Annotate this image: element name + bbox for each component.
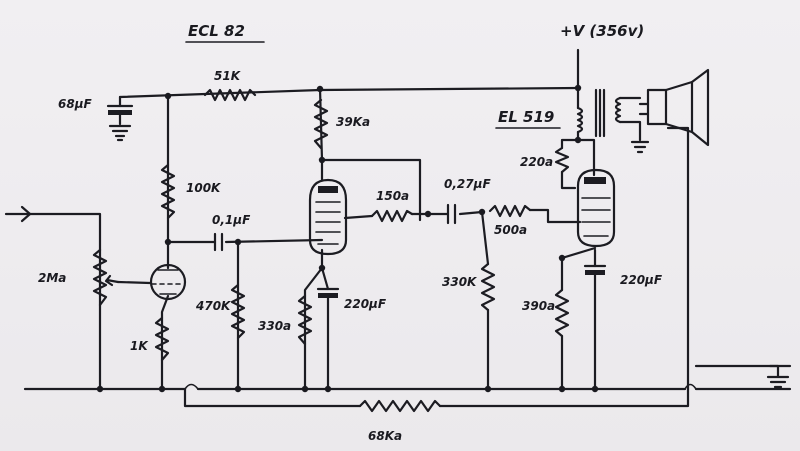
svg-text:1K: 1K [130, 339, 149, 353]
junction-dots [96, 84, 599, 393]
resistor-100k [160, 163, 176, 220]
supply-voltage-label: +V (356v) [560, 22, 644, 40]
svg-text:330K: 330K [442, 275, 478, 289]
speaker-icon [638, 68, 710, 147]
resistor-390 [554, 288, 570, 338]
svg-text:68Ka: 68Ka [368, 429, 402, 443]
capacitor-220uf-output [583, 264, 607, 275]
ground-icon [766, 375, 790, 389]
capacitor-68uf [106, 104, 134, 126]
pentode-tube [308, 178, 348, 256]
svg-text:2Ma: 2Ma [38, 271, 66, 285]
svg-text:220a: 220a [520, 155, 553, 169]
capacitor-220uf-cathode [316, 287, 340, 298]
resistor-220-screen [554, 146, 570, 174]
ground-icon [108, 124, 132, 142]
resistor-330k [480, 262, 496, 312]
svg-text:51K: 51K [214, 69, 242, 83]
resistor-470k [230, 283, 246, 340]
potentiometer-2m [92, 248, 120, 307]
output-transformer-icon [576, 88, 650, 154]
resistor-39k [313, 98, 329, 150]
resistor-68k [358, 399, 442, 413]
resistor-500 [488, 204, 532, 218]
wiring [23, 48, 792, 408]
output-tube [576, 168, 616, 248]
triode-tube [149, 263, 187, 301]
svg-text:500a: 500a [494, 223, 527, 237]
svg-text:39Ka: 39Ka [336, 115, 370, 129]
svg-text:150a: 150a [376, 189, 409, 203]
output-tube-label: EL 519 [498, 108, 554, 126]
input-arrow-icon [4, 205, 32, 223]
svg-text:0,1µF: 0,1µF [212, 213, 251, 227]
resistor-51k [203, 88, 257, 102]
svg-text:220µF: 220µF [344, 297, 387, 311]
svg-text:100K: 100K [186, 181, 222, 195]
svg-text:330a: 330a [258, 319, 291, 333]
svg-text:470K: 470K [195, 299, 232, 313]
svg-text:220µF: 220µF [620, 273, 663, 287]
resistor-150 [370, 209, 414, 223]
svg-text:0,27µF: 0,27µF [444, 177, 491, 191]
capacitor-0-1uf [213, 232, 224, 252]
labels: ECL 82 +V (356v) EL 519 68µF 51K 39Ka 10… [38, 22, 663, 443]
svg-text:68µF: 68µF [58, 97, 93, 111]
svg-text:390a: 390a [522, 299, 555, 313]
resistor-1k [154, 316, 170, 362]
capacitor-0-27uf [446, 203, 457, 225]
resistor-330-cathode [297, 294, 313, 346]
title-ecl82: ECL 82 [188, 22, 245, 40]
